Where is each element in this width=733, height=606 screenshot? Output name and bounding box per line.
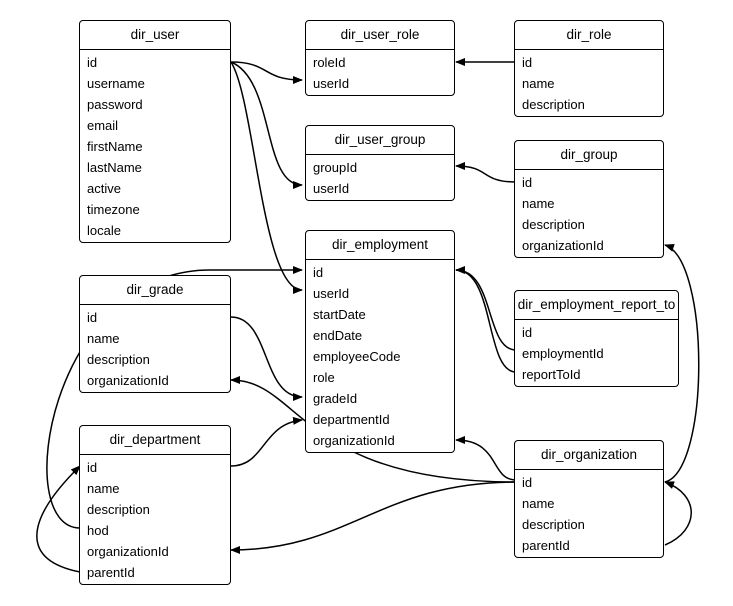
entity-field: locale bbox=[87, 223, 121, 238]
entity-field: id bbox=[313, 265, 324, 280]
entity-field: userId bbox=[313, 286, 350, 301]
entity-title: dir_employment_report_to bbox=[515, 291, 678, 320]
connector-employment-organizationid bbox=[455, 436, 517, 481]
entity-dir-employment-report-to[interactable]: dir_employment_report_to id employmentId r… bbox=[514, 290, 679, 387]
entity-field: id bbox=[87, 55, 98, 70]
entity-title: dir_user_role bbox=[306, 21, 454, 50]
entity-title: dir_role bbox=[515, 21, 663, 50]
entity-field: hod bbox=[87, 523, 109, 538]
entity-field: departmentId bbox=[313, 412, 390, 427]
entity-field: employmentId bbox=[522, 346, 604, 361]
entity-field: name bbox=[522, 496, 555, 511]
entity-title: dir_user bbox=[80, 21, 230, 50]
entity-field-list: id name description parentId bbox=[515, 470, 663, 556]
entity-field: username bbox=[87, 76, 145, 91]
entity-field: name bbox=[87, 481, 120, 496]
connector-department-organizationid bbox=[230, 481, 517, 554]
entity-field: roleId bbox=[313, 55, 346, 70]
connector-user-group-groupid bbox=[455, 162, 517, 183]
entity-field: id bbox=[522, 325, 533, 340]
entity-field: password bbox=[87, 97, 143, 112]
entity-field: userId bbox=[313, 181, 350, 196]
entity-field: description bbox=[87, 502, 150, 517]
entity-field: lastName bbox=[87, 160, 142, 175]
entity-field-list: id employmentId reportToId bbox=[515, 320, 678, 385]
entity-field: reportToId bbox=[522, 367, 581, 382]
entity-field-list: roleId userId bbox=[306, 50, 454, 94]
entity-field: endDate bbox=[313, 328, 363, 343]
connector-employment-departmentid bbox=[230, 416, 303, 467]
entity-dir-role[interactable]: dir_role id name description bbox=[514, 20, 664, 117]
entity-field: email bbox=[87, 118, 119, 133]
connector-report-to-reporttoid bbox=[455, 269, 517, 373]
entity-field: organizationId bbox=[313, 433, 395, 448]
entity-field: parentId bbox=[87, 565, 135, 580]
entity-field: id bbox=[522, 475, 533, 490]
entity-field-list: id name description hod organizationId parent… bbox=[80, 455, 230, 583]
entity-field-list: groupId userId bbox=[306, 155, 454, 199]
connector-employment-gradeid bbox=[230, 316, 303, 401]
entity-field: id bbox=[87, 460, 98, 475]
entity-title: dir_employment bbox=[306, 231, 454, 260]
entity-field: firstName bbox=[87, 139, 143, 154]
entity-field: name bbox=[522, 196, 555, 211]
entity-field: description bbox=[522, 217, 585, 232]
entity-field: timezone bbox=[87, 202, 140, 217]
entity-field: name bbox=[87, 331, 120, 346]
entity-dir-user[interactable]: dir_user id username password email firstNam… bbox=[79, 20, 231, 243]
entity-field: gradeId bbox=[313, 391, 358, 406]
entity-field: organizationId bbox=[87, 544, 169, 559]
entity-field: role bbox=[313, 370, 335, 385]
entity-dir-organization[interactable]: dir_organization id name description parent… bbox=[514, 440, 664, 558]
entity-title: dir_user_group bbox=[306, 126, 454, 155]
entity-field: employeeCode bbox=[313, 349, 401, 364]
entity-title: dir_group bbox=[515, 141, 663, 170]
entity-field-list: id name description bbox=[515, 50, 663, 115]
entity-field: description bbox=[522, 517, 585, 532]
entity-field: description bbox=[522, 97, 585, 112]
entity-field-list: id name description organizationId bbox=[515, 170, 663, 256]
connector-organization-parentid bbox=[664, 481, 692, 546]
connector-employment-userid bbox=[230, 61, 303, 294]
entity-dir-user-group[interactable]: dir_user_group groupId userId bbox=[305, 125, 455, 201]
entity-field: organizationId bbox=[522, 238, 604, 253]
connector-user-group-userid bbox=[230, 61, 303, 189]
entity-title: dir_department bbox=[80, 426, 230, 455]
entity-field-list: id userId startDate endDate employeeCode role… bbox=[306, 260, 454, 451]
entity-field: name bbox=[522, 76, 555, 91]
entity-dir-department[interactable]: dir_department id name description hod organ… bbox=[79, 425, 231, 585]
entity-dir-grade[interactable]: dir_grade id name description organizationI… bbox=[79, 275, 231, 393]
entity-dir-employment[interactable]: dir_employment id userId startDate endDate e… bbox=[305, 230, 455, 453]
entity-field: id bbox=[87, 310, 98, 325]
connector-user-role-userid bbox=[230, 61, 303, 84]
connector-department-parentid bbox=[36, 465, 81, 573]
entity-field: organizationId bbox=[87, 373, 169, 388]
entity-field-list: id username password email firstName lastName… bbox=[80, 50, 230, 241]
entity-field-list: id name description organizationId bbox=[80, 305, 230, 391]
entity-field: description bbox=[87, 352, 150, 367]
entity-field: active bbox=[87, 181, 121, 196]
entity-dir-group[interactable]: dir_group id name description organizationI… bbox=[514, 140, 664, 258]
entity-field: userId bbox=[313, 76, 350, 91]
entity-field: parentId bbox=[522, 538, 570, 553]
entity-field: groupId bbox=[313, 160, 358, 175]
connector-group-organizationid bbox=[664, 244, 700, 483]
entity-dir-user-role[interactable]: dir_user_role roleId userId bbox=[305, 20, 455, 96]
entity-field: id bbox=[522, 175, 533, 190]
entity-title: dir_organization bbox=[515, 441, 663, 470]
entity-field: id bbox=[522, 55, 533, 70]
entity-field: startDate bbox=[313, 307, 366, 322]
entity-title: dir_grade bbox=[80, 276, 230, 305]
